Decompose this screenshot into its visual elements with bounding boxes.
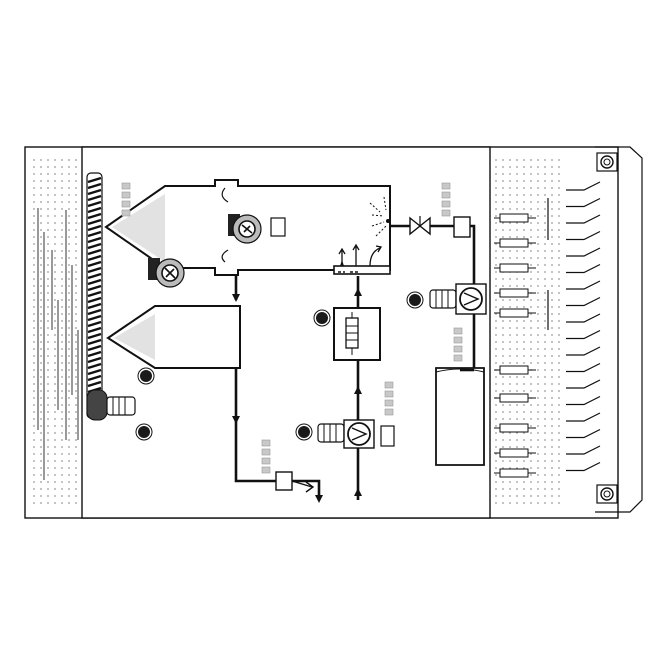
led-stack (453, 327, 463, 362)
connector-pin (566, 428, 601, 439)
connector-pin (566, 263, 601, 274)
mounting-hole-icon (596, 152, 618, 172)
connector-pin (566, 346, 601, 356)
filter-bag-icon (275, 471, 293, 491)
indicator-lamp-icon (135, 423, 153, 441)
connector-pin (566, 379, 601, 389)
flow-arrows (232, 260, 362, 503)
spray-nozzle-icon (369, 196, 390, 237)
connector-pin (566, 230, 601, 241)
led-stack (121, 182, 131, 217)
connector-pin (566, 313, 601, 323)
valve-icon (409, 216, 431, 236)
screw-conveyor-icon (86, 172, 103, 419)
mounting-hole-icon (596, 484, 618, 504)
indicator-lamp-icon (137, 367, 155, 385)
connector-pin (566, 362, 601, 373)
fan-icon (228, 214, 286, 244)
left-traces (37, 208, 79, 480)
exhaust-arrow (291, 480, 315, 493)
resistor (499, 238, 529, 248)
connector-pin (566, 197, 601, 208)
pump-icon (429, 283, 487, 315)
led-stack-group (121, 182, 463, 474)
left-dot-field (33, 159, 77, 504)
pump-icon (317, 419, 395, 449)
edge-connector-icon (566, 181, 601, 472)
resistor (499, 308, 529, 318)
connector-pin (566, 214, 601, 224)
led-stack (441, 182, 451, 217)
connector-pin (566, 395, 601, 406)
connector-bracket (595, 146, 643, 513)
connector-pin (566, 280, 601, 290)
resistor (499, 288, 529, 298)
connector-pin (566, 247, 601, 257)
resistor (499, 468, 529, 478)
motor-icon (86, 389, 136, 421)
heater-icon (333, 307, 381, 361)
connector-pin (566, 181, 601, 191)
resistor (499, 393, 529, 403)
connector-pin (566, 412, 601, 422)
resistor (499, 448, 529, 458)
air-inlet-arrows (333, 243, 391, 275)
connector-pin (566, 461, 601, 472)
resistor (499, 423, 529, 433)
connector-pin (566, 296, 601, 307)
indicator-lamp-icon (313, 309, 331, 327)
resistor (499, 263, 529, 273)
indicator-lamp-icon (295, 423, 313, 441)
fan-icon (148, 258, 185, 288)
resistor (499, 213, 529, 223)
tank-icon (435, 367, 485, 466)
led-stack (384, 381, 394, 416)
indicator-lamp-group (135, 291, 424, 441)
filter-bag-icon (453, 216, 471, 238)
connector-pin (566, 329, 601, 340)
cyclone-icon (106, 305, 241, 369)
led-stack (261, 439, 271, 474)
indicator-lamp-icon (406, 291, 424, 309)
connector-pin (566, 445, 601, 455)
resistor (499, 365, 529, 375)
resistor-array (494, 198, 549, 478)
